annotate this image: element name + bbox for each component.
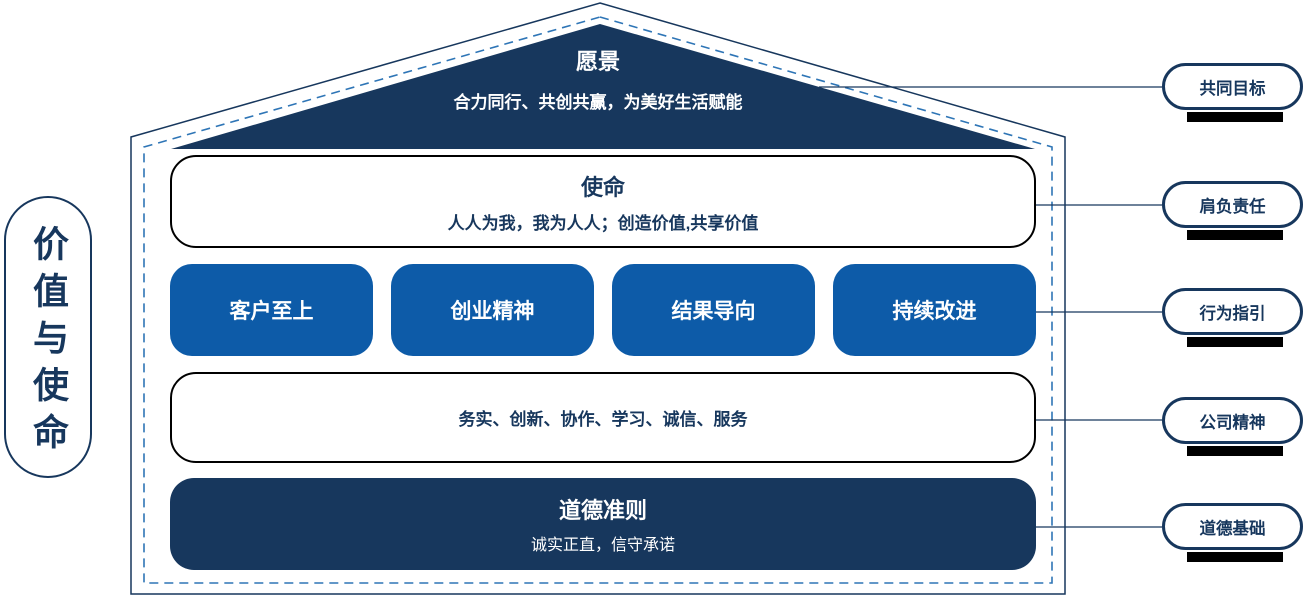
ethics-title: 道德准则	[558, 498, 647, 523]
ethics-subtitle: 诚实正直，信守承诺	[530, 537, 675, 554]
side-label-shadow	[1187, 446, 1283, 456]
mission-subtitle: 人人为我，我为人人；创造价值,共享价值	[447, 213, 759, 233]
value-box-continuous-improvement: 持续改进	[833, 264, 1036, 356]
value-box-customer-first: 客户至上	[170, 264, 373, 356]
roof-triangle	[171, 24, 1035, 149]
side-label-shadow	[1187, 230, 1283, 240]
ethics-box: 道德准则 诚实正直，信守承诺	[170, 478, 1036, 570]
spirit-text: 务实、创新、协作、学习、诚信、服务	[458, 410, 748, 429]
vision-subtitle: 合力同行、共创共赢，为美好生活赋能	[453, 93, 743, 112]
core-values-row: 客户至上 创业精神 结果导向 持续改进	[170, 264, 1036, 356]
side-label-company-spirit: 公司精神	[1162, 397, 1303, 444]
side-label-shadow	[1187, 337, 1283, 347]
mission-title: 使命	[580, 174, 625, 200]
side-label-responsibility: 肩负责任	[1162, 181, 1303, 228]
side-label-shadow	[1187, 552, 1283, 562]
value-box-result-oriented: 结果导向	[612, 264, 815, 356]
side-label-shadow	[1187, 112, 1283, 122]
spirit-box: 务实、创新、协作、学习、诚信、服务	[170, 372, 1036, 463]
house-outline-solid	[130, 2, 1066, 595]
vision-title: 愿景	[575, 49, 620, 74]
mission-box: 使命 人人为我，我为人人；创造价值,共享价值	[170, 155, 1036, 248]
left-banner-label: 价值与使命	[28, 225, 69, 460]
side-label-behavior-guide: 行为指引	[1162, 288, 1303, 335]
side-label-common-goal: 共同目标	[1162, 63, 1303, 110]
side-label-moral-foundation: 道德基础	[1162, 503, 1303, 550]
value-box-entrepreneurship: 创业精神	[391, 264, 594, 356]
house-outline-dashed	[143, 16, 1053, 584]
left-banner-values-and-mission: 价值与使命	[4, 196, 92, 478]
